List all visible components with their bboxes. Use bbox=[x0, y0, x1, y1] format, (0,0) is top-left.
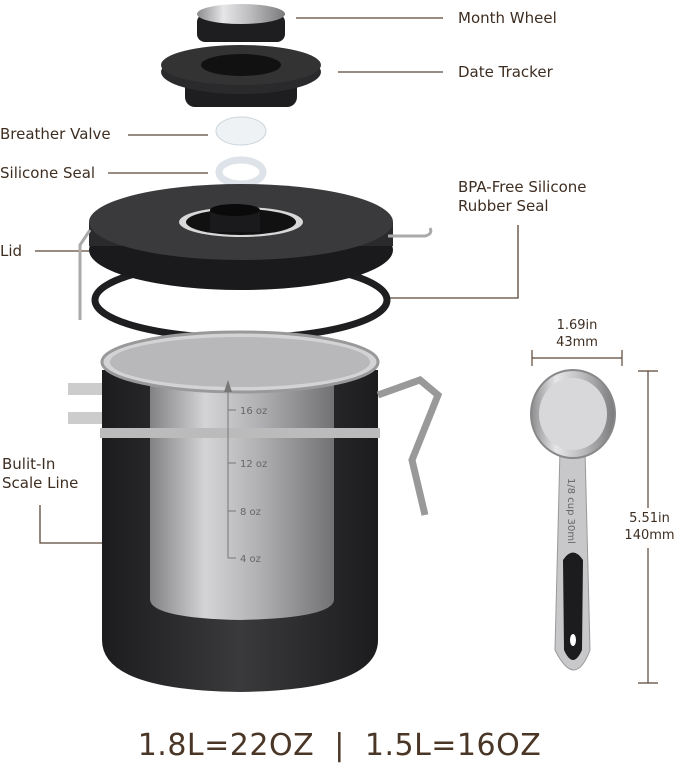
spoon-width-mm: 43mm bbox=[556, 335, 598, 350]
scale-tick: 8 oz bbox=[240, 507, 261, 518]
spoon-width-in: 1.69in bbox=[556, 318, 598, 333]
label-lid: Lid bbox=[0, 242, 23, 260]
leader-lines bbox=[35, 17, 519, 544]
label-month-wheel: Month Wheel bbox=[458, 9, 557, 27]
spoon-engraving: 1/8 cup 30ml bbox=[565, 478, 576, 544]
label-rubber-seal-1: BPA-Free Silicone bbox=[458, 178, 587, 196]
spoon-length-mm: 140mm bbox=[620, 528, 679, 544]
measuring-spoon: 1/8 cup 30ml bbox=[530, 369, 616, 671]
label-silicone-seal: Silicone Seal bbox=[0, 164, 96, 182]
label-date-tracker: Date Tracker bbox=[458, 63, 553, 81]
label-scale-1: Bulit-In bbox=[2, 455, 56, 473]
capacity-caption: 1.8L=22OZ | 1.5L=16OZ bbox=[137, 728, 542, 763]
scale-tick: 16 oz bbox=[240, 406, 267, 417]
canister-body: 16 oz 12 oz 8 oz 4 oz bbox=[68, 330, 443, 692]
scale-tick: 12 oz bbox=[240, 459, 267, 470]
silicone-seal-part bbox=[215, 156, 267, 188]
lid-part bbox=[78, 184, 433, 342]
dimension-lines bbox=[531, 350, 658, 684]
spoon-length-in: 5.51in bbox=[620, 511, 679, 527]
scale-tick: 4 oz bbox=[240, 554, 261, 565]
month-wheel-part bbox=[197, 4, 285, 42]
breather-valve-part bbox=[215, 116, 267, 146]
date-tracker-part bbox=[161, 45, 321, 107]
label-scale-2: Scale Line bbox=[2, 474, 79, 492]
label-breather-valve: Breather Valve bbox=[0, 125, 111, 143]
label-rubber-seal-2: Rubber Seal bbox=[458, 197, 549, 215]
